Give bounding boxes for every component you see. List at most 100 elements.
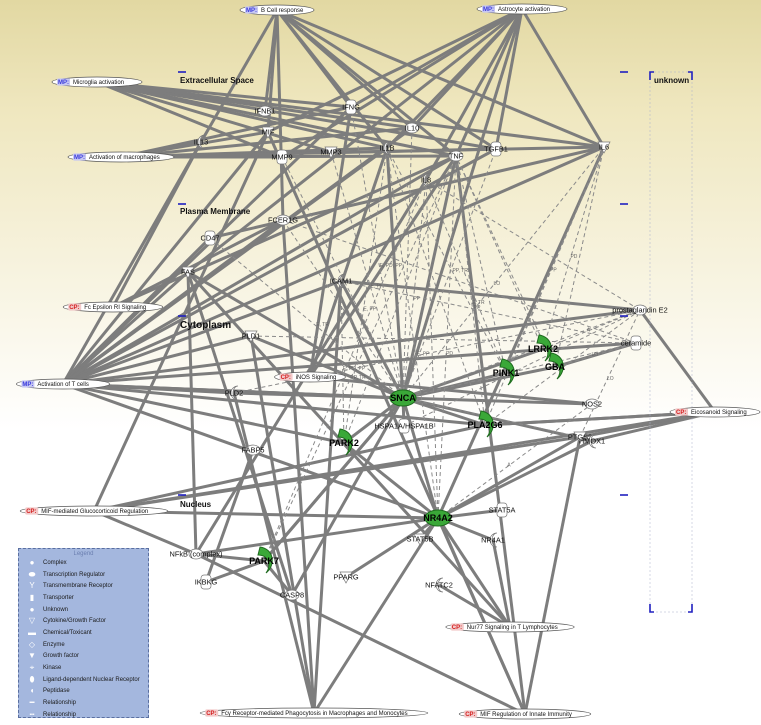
gene-node-il13[interactable]: IL13 (194, 134, 208, 150)
pathway-macrophages[interactable]: MP:Activation of macrophages (67, 151, 175, 163)
focus-node-snca[interactable]: SNCA (389, 389, 417, 407)
gene-node-fas[interactable]: FAS (181, 266, 195, 279)
edge-b_cell-tgfb1 (276, 8, 497, 151)
legend-item: ▮Transporter (19, 592, 148, 604)
pathway-mif_innate[interactable]: CP:MIF Regulation of Innate Immunity (458, 708, 592, 720)
gene-label: PTGS2 (568, 433, 592, 442)
gene-node-pld1[interactable]: PLD1 (242, 330, 261, 343)
legend-item-label: Relationship (43, 711, 77, 718)
gene-node-il6[interactable]: IL6 (597, 141, 611, 154)
edge-snca-mmp9 (281, 156, 404, 399)
gene-node-mif[interactable]: MIF (261, 126, 275, 139)
gene-node-casp8[interactable]: CASP8 (280, 589, 304, 601)
legend-item-label: Transmembrane Receptor (43, 583, 113, 590)
pathway-fc_epsilon[interactable]: CP:Fc Epsilon RI Signaling (62, 301, 164, 313)
region-nucleus: Nucleus (180, 500, 212, 509)
region-plasma-membrane: Plasma Membrane (180, 207, 251, 216)
gene-node-il1b[interactable]: IL1B (379, 140, 395, 156)
pathway-tcells[interactable]: MP:Activation of T cells (16, 378, 110, 390)
pathway-mif_gluco[interactable]: CP:MIF-mediated Glucocorticoid Regulatio… (19, 505, 169, 517)
edge-mif_gluco-nfkb (93, 509, 197, 556)
edge-tcells-mif (61, 131, 270, 385)
gene-label: PLD2 (225, 389, 244, 398)
pathway-nur77[interactable]: CP:Nur77 Signaling in T Lymphocytes (445, 621, 575, 633)
pathway-layer: MP:B Cell response MP:Astrocyte activatio… (16, 3, 761, 720)
pathway-astro[interactable]: MP:Astrocyte activation (476, 3, 568, 15)
gene-node-fcer1g[interactable]: FCER1G (268, 214, 298, 226)
gene-node-nfkb[interactable]: NFkB (complex) (170, 548, 223, 560)
pathway-eicosanoid[interactable]: CP:Eicosanoid Signaling (669, 406, 761, 418)
gene-node-ikbkg[interactable]: IKBKG (195, 574, 218, 590)
edge-nr4a2-park2 (343, 441, 439, 520)
gene-node-il8[interactable]: IL8 (421, 172, 431, 188)
gene-node-hmox1[interactable]: HMOX1 (579, 433, 605, 449)
gene-label: NOS2 (582, 400, 602, 409)
focus-label: PINK1 (493, 368, 520, 378)
pathway-tag: MP: (246, 8, 257, 14)
edge-label: PD (446, 351, 453, 357)
gene-node-nr4a1[interactable]: NR4A1 (481, 532, 505, 548)
focus-label: LRRK2 (528, 344, 558, 354)
gene-node-pparg[interactable]: PPARG (333, 571, 359, 584)
gene-node-cd47[interactable]: CD47 (201, 230, 220, 246)
pathway-inos[interactable]: CP:iNOS Signaling (274, 371, 346, 383)
edge-pla2g6-tnf (455, 155, 486, 426)
legend-item: ▬Chemical/Toxicant (19, 627, 148, 639)
gene-node-stat5b[interactable]: STAT5B (407, 533, 434, 546)
edge-tcells-il13 (61, 141, 203, 385)
pathway-label: Eicosanoid Signaling (691, 410, 747, 416)
focus-node-pla2g6[interactable]: PLA2G6 (467, 410, 503, 438)
gene-node-il10[interactable]: IL10 (404, 122, 420, 134)
pathway-label: Fcγ Receptor-mediated Phagocytosis in Ma… (221, 711, 407, 717)
edge-snca-hmox1 (402, 396, 593, 443)
gene-label: IL13 (194, 138, 208, 147)
gene-node-tnf[interactable]: TNF (448, 150, 464, 162)
gene-label: TGFB1 (484, 145, 508, 154)
gene-node-ifng[interactable]: IFNG (342, 99, 360, 115)
gene-node-pld2[interactable]: PLD2 (225, 385, 244, 401)
edge-gba-tnf (455, 155, 556, 368)
gene-node-stat5a[interactable]: STAT5A (489, 502, 516, 518)
pathway-fcy[interactable]: CP:Fcγ Receptor-mediated Phagocytosis in… (199, 707, 429, 719)
gene-node-ifnb[interactable]: IFNB1 (255, 105, 276, 117)
gene-label: IL6 (599, 143, 609, 152)
focus-node-park7[interactable]: PARK7 (249, 546, 279, 574)
edge-snca-park2 (343, 396, 404, 445)
gene-node-hspa[interactable]: HSPA1A/HSPA1B (374, 418, 434, 434)
legend-item-label: Cytokine/Growth Factor (43, 618, 107, 625)
focus-node-lrrk2[interactable]: LRRK2 (528, 334, 558, 362)
gene-node-fabp5[interactable]: FABP5 (241, 444, 265, 456)
gene-label: MIF (262, 128, 275, 137)
gene-node-nos2[interactable]: NOS2 (582, 398, 602, 410)
gene-node-icam1[interactable]: ICAM1 (330, 273, 353, 289)
focus-node-nr4a2[interactable]: NR4A2 (423, 509, 453, 527)
focus-label: GBA (545, 362, 566, 372)
gene-node-tgfb1[interactable]: TGFB1 (484, 141, 508, 157)
gene-node-nfatc2[interactable]: NFATC2 (425, 577, 453, 593)
gene-label: IL10 (405, 124, 419, 133)
edge-inos-nos2 (309, 375, 593, 406)
edge-park7-tnf (263, 155, 457, 562)
gene-label: CASP8 (280, 591, 304, 600)
edge-label: PP (413, 296, 420, 302)
legend-item: ●Complex (19, 557, 148, 569)
gene-node-mmp9[interactable]: MMP9 (271, 149, 293, 165)
edge-snca-il10 (402, 127, 413, 399)
edge-pld1-ceramide (250, 335, 637, 344)
focus-node-park2[interactable]: PARK2 (329, 428, 359, 456)
focus-node-gba[interactable]: GBA (545, 352, 566, 380)
gene-node-ptgs2[interactable]: PTGS2 (568, 431, 592, 444)
gene-node-pgd[interactable]: prostaglandin E2 (612, 304, 668, 316)
pathway-microglia[interactable]: MP:Microglia activation (51, 76, 143, 88)
edge-label: LO (591, 352, 598, 358)
gene-node-ceramide[interactable]: ceramide (621, 335, 651, 351)
focus-node-pink1[interactable]: PINK1 (493, 358, 520, 386)
gene-node-mmp3[interactable]: MMP3 (320, 146, 342, 159)
pathway-tag: MP: (483, 7, 494, 13)
legend-item-label: Transporter (43, 594, 74, 601)
pathway-tag: CP: (465, 712, 475, 718)
focus-label: NR4A2 (423, 513, 453, 523)
pathway-b_cell[interactable]: MP:B Cell response (239, 4, 315, 16)
gene-label: IL8 (421, 176, 431, 185)
